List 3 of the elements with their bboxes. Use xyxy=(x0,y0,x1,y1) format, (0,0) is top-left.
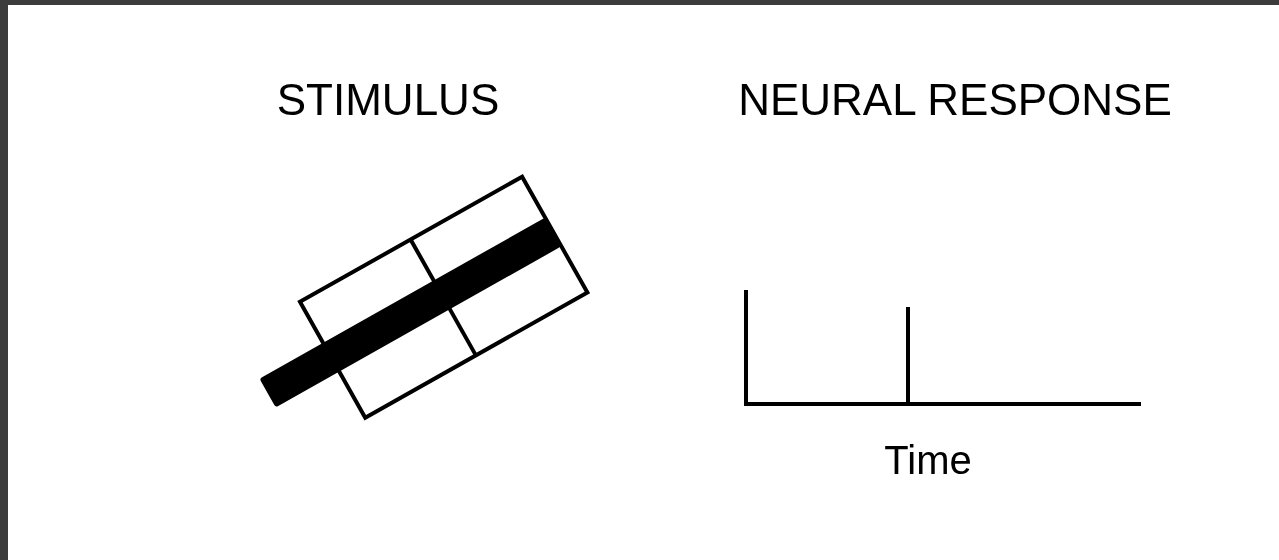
axis-label: Time xyxy=(884,440,972,480)
panel-title: NEURAL RESPONSE xyxy=(738,78,1172,122)
panel-title: STIMULUS xyxy=(276,78,500,122)
